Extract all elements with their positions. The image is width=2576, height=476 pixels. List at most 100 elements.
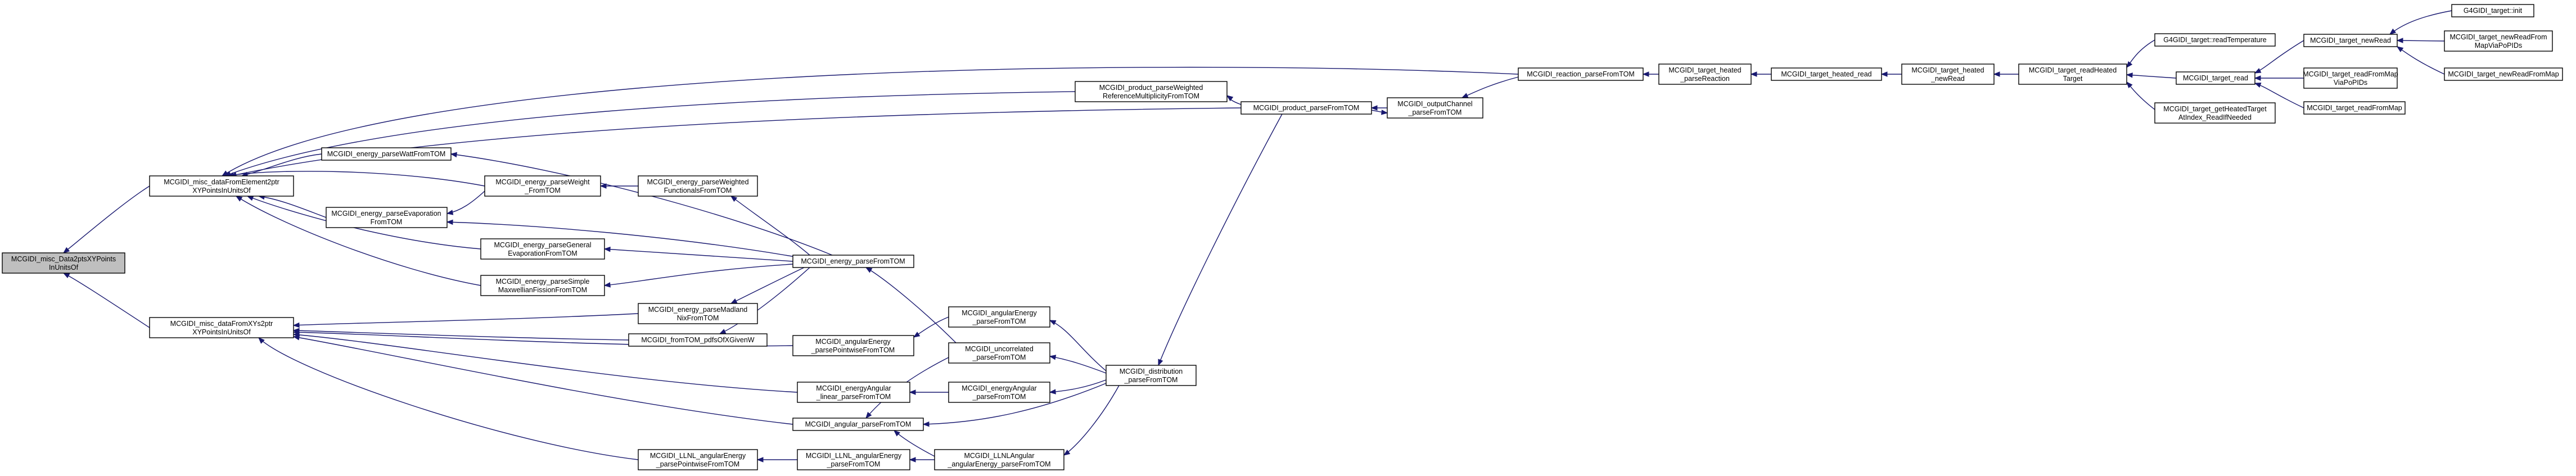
edge-llnlAngEnergy-to-llnlPointwise-arrowhead (756, 457, 764, 463)
node-label-line: XYPointsInUnitsOf (192, 187, 251, 194)
edge-readFromMapVia-to-targetRead-arrowhead (2254, 75, 2261, 81)
edge-simple-to-dataFromElement (236, 196, 481, 286)
edge-readFromMap-to-targetRead-arrowhead (2254, 82, 2262, 88)
edge-heatedRead-to-parseReaction-arrowhead (1750, 71, 1757, 77)
node-mcgidi-energyangular-parsefromtom[interactable]: MCGIDI_energyAngular _parseFromTOM (948, 382, 1050, 403)
node-mcgidi-llnlangular-angularenergy[interactable]: MCGIDI_LLNLAngular _angularEnergy_parseF… (934, 449, 1064, 470)
node-label-line: MCGIDI_energy_parseEvaporation (331, 210, 441, 217)
node-label-line: MCGIDI_reaction_parseFromTOM (1527, 70, 1635, 78)
edge-madland-to-dataFromXYs (293, 313, 639, 326)
node-label-line: _FromTOM (524, 187, 561, 194)
node-label-line: MCGIDI_target_heated (1668, 66, 1741, 74)
node-label-line: MCGIDI_outputChannel (1397, 100, 1472, 108)
edge-weighted-to-dataFromElement (227, 171, 485, 187)
node-mcgidi-misc-datafromxys2ptr[interactable]: MCGIDI_misc_dataFromXYs2ptr XYPointsInUn… (149, 317, 294, 338)
node-mcgidi-target-heated-parsereaction[interactable]: MCGIDI_target_heated _parseReaction (1658, 64, 1752, 85)
edge-energyParse-to-general (604, 248, 793, 262)
node-g4gidi-target-init[interactable]: G4GIDI_target::init (2451, 4, 2534, 17)
node-label-line: ViaPoPIDs (2334, 79, 2367, 87)
node-g4gidi-target-readtemperature[interactable]: G4GIDI_target::readTemperature (2154, 33, 2276, 47)
node-label-line: MCGIDI_distribution (1120, 368, 1183, 375)
node-mcgidi-angular-parsefromtom[interactable]: MCGIDI_angular_parseFromTOM (792, 418, 924, 431)
node-label-line: MapViaPoPIDs (2475, 42, 2523, 49)
node-mcgidi-energy-parseweight[interactable]: MCGIDI_energy_parseWeight _FromTOM (484, 175, 601, 197)
edge-energyAngular-to-linear-arrowhead (909, 389, 916, 395)
node-mcgidi-target-readheated-target[interactable]: MCGIDI_target_readHeated Target (2018, 64, 2127, 85)
edge-product-to-outputChannel-arrowhead (1381, 110, 1388, 115)
edge-init-to-newRead (2389, 10, 2452, 35)
edge-productWeighted-to-dataFromElement (224, 91, 1076, 176)
node-label-line: MCGIDI_energy_parseWeight (495, 178, 590, 186)
node-mcgidi-target-heated-read[interactable]: MCGIDI_target_heated_read (1771, 67, 1882, 81)
edge-llnlPointwise-to-dataFromXYs (258, 337, 639, 460)
edge-simple-to-dataFromElement-arrowhead (235, 196, 243, 202)
edge-weight-to-evaporation (446, 191, 485, 214)
edge-energyParse-to-watt-arrowhead (450, 152, 458, 158)
node-label-line: _parseFromTOM (972, 393, 1026, 401)
node-mcgidi-target-readfrommap[interactable]: MCGIDI_target_readFromMap (2303, 101, 2406, 115)
edge-heatedNewRead-to-heatedRead-arrowhead (1880, 71, 1888, 77)
node-label-line: MCGIDI_angular_parseFromTOM (805, 420, 912, 428)
node-label-line: MCGIDI_product_parseWeighted (1099, 84, 1203, 92)
node-mcgidi-outputchannel-parsefromtom[interactable]: MCGIDI_outputChannel _parseFromTOM (1387, 97, 1483, 119)
node-mcgidi-uncorrelated-parsefromtom[interactable]: MCGIDI_uncorrelated _parseFromTOM (948, 342, 1050, 364)
node-mcgidi-fromtom-pdfsofxgivenw[interactable]: MCGIDI_fromTOM_pdfsOfXGivenW (628, 333, 768, 347)
node-label-line: _parsePointwiseFromTOM (656, 460, 739, 468)
node-mcgidi-target-newreadfrommap[interactable]: MCGIDI_target_newReadFromMap (2444, 67, 2563, 81)
edge-distribution-to-angular-arrowhead (922, 421, 930, 427)
node-mcgidi-reaction-parsefromtom[interactable]: MCGIDI_reaction_parseFromTOM (1518, 67, 1644, 81)
node-mcgidi-product-parseweighted[interactable]: MCGIDI_product_parseWeighted ReferenceMu… (1075, 81, 1228, 102)
node-mcgidi-energy-parsewattfromtom[interactable]: MCGIDI_energy_parseWattFromTOM (321, 147, 452, 161)
edge-init-to-newRead-arrowhead (2389, 28, 2397, 35)
node-mcgidi-energy-parsemadland[interactable]: MCGIDI_energy_parseMadland NixFromTOM (638, 303, 758, 324)
edge-madland-to-dataFromXYs-arrowhead (292, 322, 300, 328)
node-mcgidi-energy-parseweighted[interactable]: MCGIDI_energy_parseWeighted FunctionalsF… (638, 175, 758, 197)
edge-parseReaction-to-reaction-arrowhead (1642, 71, 1649, 77)
node-mcgidi-energyangular-linear[interactable]: MCGIDI_energyAngular _linear_parseFromTO… (797, 382, 910, 403)
node-mcgidi-misc-data2pts-xypoints-inunitsof[interactable]: MCGIDI_misc_Data2ptsXYPoints InUnitsOf (2, 252, 125, 274)
edge-newReadFromMap-to-newRead-arrowhead (2396, 46, 2404, 52)
node-label-line: _parseReaction (1680, 75, 1730, 83)
edge-reaction-to-outputChannel (1461, 76, 1519, 98)
edge-evaporation-to-dataFromElement (258, 196, 327, 218)
edge-energyParse-to-weightedFunc (730, 196, 810, 256)
node-mcgidi-energy-parsegeneral[interactable]: MCGIDI_energy_parseGeneral EvaporationFr… (480, 238, 605, 260)
node-label-line: MCGIDI_uncorrelated (965, 345, 1034, 353)
node-label-line: MCGIDI_target_readHeated (2029, 66, 2117, 74)
edge-energyParse-to-weightedFunc-arrowhead (730, 196, 738, 202)
edge-llnlPointwise-to-dataFromXYs-arrowhead (258, 337, 265, 344)
node-mcgidi-energy-parsefromtom[interactable]: MCGIDI_energy_parseFromTOM (792, 255, 914, 268)
node-mcgidi-misc-datafromelement2ptr[interactable]: MCGIDI_misc_dataFromElement2ptr XYPoints… (149, 175, 294, 197)
node-mcgidi-distribution-parsefromtom[interactable]: MCGIDI_distribution _parseFromTOM (1106, 365, 1197, 386)
nodes-layer: MCGIDI_misc_Data2ptsXYPoints InUnitsOf M… (2, 4, 2563, 470)
node-mcgidi-angularenergy-parsefromtom[interactable]: MCGIDI_angularEnergy _parseFromTOM (948, 306, 1050, 328)
node-label-line: NixFromTOM (677, 314, 719, 322)
node-label-line: _angularEnergy_parseFromTOM (947, 460, 1050, 468)
node-mcgidi-target-newread[interactable]: MCGIDI_target_newRead (2303, 34, 2398, 47)
node-label-line: MCGIDI_LLNL_angularEnergy (806, 452, 902, 460)
node-label-line: ReferenceMultiplicityFromTOM (1103, 92, 1199, 100)
node-mcgidi-target-readfrommap-viapopids[interactable]: MCGIDI_target_readFromMap ViaPoPIDs (2303, 67, 2398, 89)
edge-dataFromElement-to-data2pts (63, 185, 150, 253)
node-label-line: _parsePointwiseFromTOM (811, 346, 895, 354)
node-mcgidi-target-read[interactable]: MCGIDI_target_read (2176, 71, 2255, 85)
node-label-line: MCGIDI_LLNLAngular (964, 452, 1034, 460)
node-mcgidi-llnl-angularenergy-parsefromtom[interactable]: MCGIDI_LLNL_angularEnergy _parseFromTOM (797, 449, 910, 470)
node-mcgidi-target-newreadfrommap-viapopids[interactable]: MCGIDI_target_newReadFrom MapViaPoPIDs (2444, 30, 2553, 52)
node-mcgidi-llnl-angularenergy-pointwise[interactable]: MCGIDI_LLNL_angularEnergy _parsePointwis… (638, 449, 758, 470)
node-label-line: MCGIDI_energy_parseSimple (496, 278, 590, 285)
node-label-line: MCGIDI_target_newRead (2310, 37, 2391, 44)
node-mcgidi-energy-parsesimple[interactable]: MCGIDI_energy_parseSimple MaxwellianFiss… (480, 275, 605, 296)
node-mcgidi-angularenergy-parsepointwise[interactable]: MCGIDI_angularEnergy _parsePointwiseFrom… (792, 335, 914, 356)
edge-distribution-to-energyAngular (1049, 379, 1107, 393)
node-mcgidi-target-getheatedtarget[interactable]: MCGIDI_target_getHeatedTarget AtIndex_Re… (2154, 102, 2276, 124)
edge-distribution-to-uncorrelated (1049, 356, 1107, 374)
edge-energyParse-to-simple-arrowhead (603, 282, 611, 288)
node-label-line: _parseFromTOM (1124, 376, 1178, 384)
node-mcgidi-product-parsefromtom[interactable]: MCGIDI_product_parseFromTOM (1240, 101, 1372, 115)
node-label-line: MCGIDI_misc_dataFromXYs2ptr (170, 320, 273, 328)
node-label-line: G4GIDI_target::readTemperature (2163, 36, 2266, 44)
node-mcgidi-energy-parseevaporation[interactable]: MCGIDI_energy_parseEvaporation FromTOM (326, 207, 448, 228)
edge-newReadFromMapVia-to-newRead (2397, 40, 2445, 42)
node-mcgidi-target-heated-newread[interactable]: MCGIDI_target_heated _newRead (1901, 64, 1995, 85)
